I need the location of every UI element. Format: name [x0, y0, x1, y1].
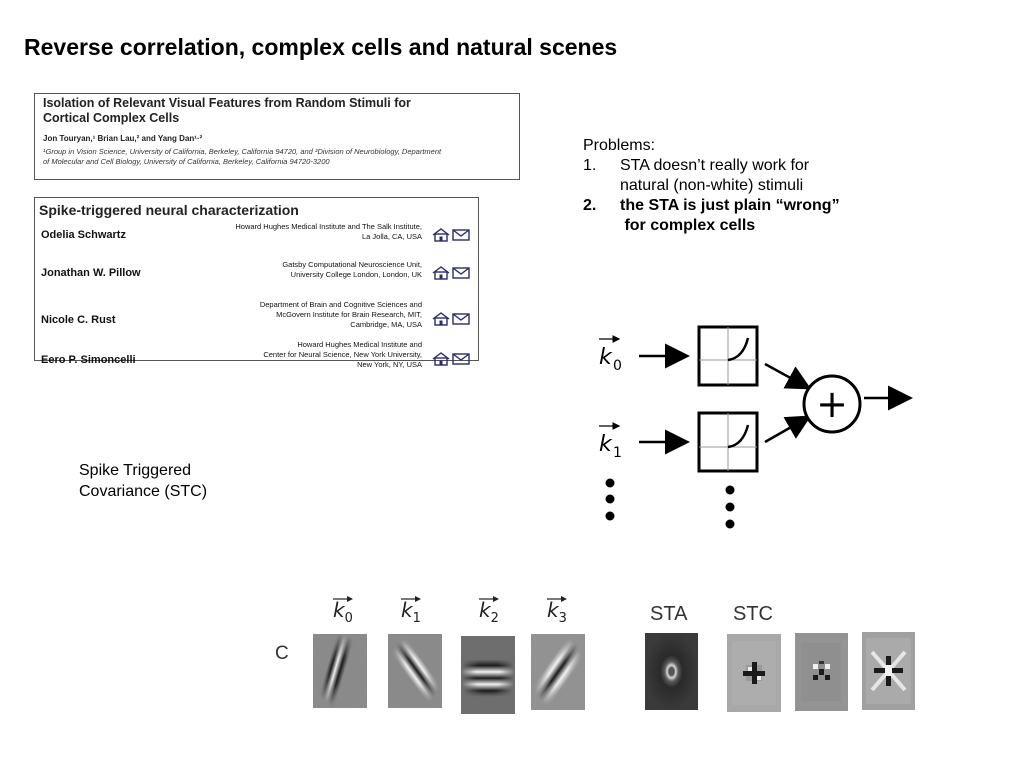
- home-icon[interactable]: [432, 312, 450, 326]
- stc-caption-line-2: Covariance (STC): [79, 483, 208, 500]
- kernel-label-k1: k1: [401, 596, 421, 626]
- kernel-letter: k: [333, 598, 345, 622]
- svg-text:0: 0: [613, 358, 622, 374]
- kernel-label-k2: k2: [479, 596, 499, 626]
- kernel-letter: k: [401, 598, 413, 622]
- home-icon[interactable]: [432, 352, 450, 366]
- nonlinearity-box: [697, 325, 759, 387]
- author-contact-icons: [432, 228, 470, 242]
- sta-label: STA: [650, 603, 688, 625]
- svg-text:k: k: [599, 432, 613, 457]
- stc-image-2: [795, 633, 848, 711]
- paper-1-title: Isolation of Relevant Visual Features fr…: [43, 96, 511, 126]
- problem-item: 2. the STA is just plain “wrong” for com…: [583, 196, 840, 236]
- paper-1-affiliation-line-2: of Molecular and Cell Biology, Universit…: [43, 157, 330, 166]
- paper-2-title: Spike-triggered neural characterization: [39, 202, 299, 218]
- paper-1-authors: Jon Touryan,¹ Brian Lau,² and Yang Dan¹·…: [43, 134, 203, 143]
- paper-1-title-line-1: Isolation of Relevant Visual Features fr…: [43, 96, 411, 110]
- author-name: Odelia Schwartz: [41, 229, 126, 241]
- sum-input-arrow: [764, 362, 812, 390]
- author-row: Jonathan W. Pillow Gatsby Computational N…: [39, 260, 474, 300]
- input-label-k0: k 0: [599, 335, 622, 374]
- author-name: Nicole C. Rust: [41, 314, 116, 326]
- problems-heading: Problems:: [583, 137, 656, 154]
- author-contact-icons: [432, 266, 470, 280]
- author-row: Nicole C. Rust Department of Brain and Co…: [39, 300, 474, 340]
- author-contact-icons: [432, 352, 470, 366]
- kernel-image-k0: [313, 634, 367, 708]
- problem-number: 1.: [583, 157, 597, 174]
- author-affiliation: Department of Brain and Cognitive Scienc…: [259, 300, 422, 329]
- paper-2-header: Spike-triggered neural characterization …: [34, 197, 479, 369]
- paper-1-header: Isolation of Relevant Visual Features fr…: [34, 93, 520, 180]
- mail-icon[interactable]: [452, 312, 470, 326]
- sta-image: [645, 633, 698, 710]
- author-row: Odelia Schwartz Howard Hughes Medical Ins…: [39, 222, 474, 260]
- author-affiliation: Howard Hughes Medical Institute and Cent…: [263, 340, 422, 369]
- author-affiliation: Gatsby Computational Neuroscience Unit, …: [282, 260, 422, 279]
- problem-text-line-1: the STA is just plain “wrong”: [620, 197, 840, 214]
- author-affiliation: Howard Hughes Medical Institute and The …: [235, 222, 422, 241]
- ellipsis-dots: [605, 478, 615, 521]
- sum-input-arrow: [764, 415, 812, 444]
- kernel-image-k3: [531, 634, 585, 710]
- kernel-subscript: 1: [412, 611, 421, 626]
- problem-text-line-2: natural (non-white) stimuli: [620, 177, 804, 194]
- svg-text:1: 1: [613, 445, 622, 461]
- author-name: Eero P. Simoncelli: [41, 354, 136, 366]
- paper-1-affiliation: ¹Group in Vision Science, University of …: [43, 147, 511, 167]
- kernel-label-k3: k3: [547, 596, 567, 626]
- stc-caption-line-1: Spike Triggered: [79, 462, 192, 479]
- nonlinearity-box: [697, 411, 759, 473]
- sum-node: +: [802, 374, 862, 434]
- input-label-k1: k 1: [599, 422, 622, 461]
- paper-1-title-line-2: Cortical Complex Cells: [43, 111, 180, 125]
- problem-item: 1. STA doesn’t really work for natural (…: [583, 156, 840, 196]
- home-icon[interactable]: [432, 266, 450, 280]
- mail-icon[interactable]: [452, 266, 470, 280]
- kernel-image-k1: [388, 634, 442, 708]
- problem-number: 2.: [583, 197, 597, 214]
- problem-text-line-2: for complex cells: [620, 217, 756, 234]
- mail-icon[interactable]: [452, 228, 470, 242]
- svg-text:+: +: [816, 382, 848, 426]
- slide-title: Reverse correlation, complex cells and n…: [24, 34, 618, 60]
- home-icon[interactable]: [432, 228, 450, 242]
- author-contact-icons: [432, 312, 470, 326]
- kernel-letter: k: [547, 598, 559, 622]
- complex-cell-model-diagram: k 0 k 1 +: [599, 325, 913, 529]
- problem-text-line-1: STA doesn’t really work for: [620, 157, 810, 174]
- author-name: Jonathan W. Pillow: [41, 267, 141, 279]
- author-row: Eero P. Simoncelli Howard Hughes Medical …: [39, 340, 474, 380]
- kernel-subscript: 3: [558, 611, 567, 626]
- stc-label: STC: [733, 603, 773, 625]
- ellipsis-dots: [725, 485, 735, 529]
- svg-text:k: k: [599, 345, 613, 370]
- panel-letter: C: [275, 643, 289, 664]
- kernel-image-k2: [461, 636, 515, 714]
- mail-icon[interactable]: [452, 352, 470, 366]
- stc-caption: Spike Triggered Covariance (STC): [79, 460, 207, 502]
- kernel-letter: k: [479, 598, 491, 622]
- problems-list: Problems: 1. STA doesn’t really work for…: [583, 136, 840, 236]
- kernel-subscript: 2: [490, 611, 499, 626]
- stc-image-3: [862, 632, 915, 710]
- kernel-label-k0: k0: [333, 596, 353, 626]
- kernel-subscript: 0: [344, 611, 353, 626]
- stc-image-1: [727, 634, 781, 712]
- paper-1-affiliation-line-1: ¹Group in Vision Science, University of …: [43, 147, 442, 156]
